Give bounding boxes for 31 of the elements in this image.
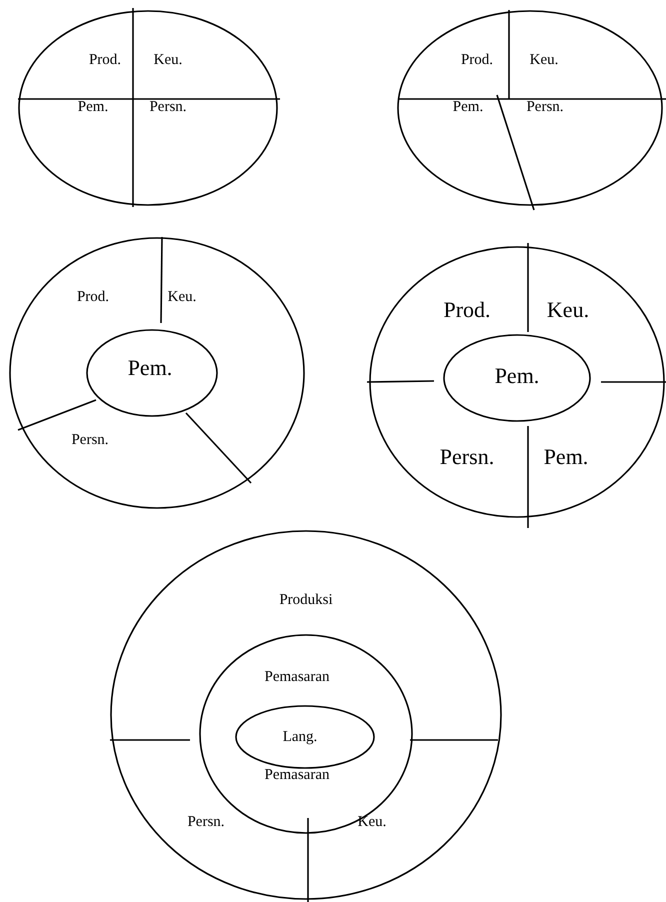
sector-label: Prod. bbox=[76, 288, 110, 306]
sector-label: Persn. bbox=[71, 432, 109, 448]
ellipse bbox=[397, 10, 663, 206]
ellipse bbox=[9, 237, 305, 509]
inner-ellipse bbox=[86, 329, 218, 417]
ellipse bbox=[18, 10, 278, 206]
sector-label: Persn. bbox=[526, 98, 564, 116]
center-label: Pemasaran bbox=[264, 766, 330, 784]
sector-label: Keu. bbox=[358, 814, 386, 830]
sector-label: Keu. bbox=[530, 52, 558, 68]
inner-ellipse bbox=[235, 705, 375, 769]
sector-label: Keu. bbox=[154, 52, 182, 68]
center-label: Lang. bbox=[282, 728, 318, 746]
sector-label: Prod. bbox=[460, 52, 494, 68]
sector-label: Prod. bbox=[88, 52, 122, 68]
sector-label: Keu. bbox=[546, 298, 590, 322]
center-label: Pemasaran bbox=[264, 668, 330, 686]
sector-label: Keu. bbox=[168, 288, 196, 306]
sector-label: Prod. bbox=[443, 298, 491, 322]
sector-label: Pem. bbox=[78, 98, 108, 116]
ellipse bbox=[110, 530, 502, 900]
sector-label: Produksi bbox=[279, 592, 333, 608]
sector-label: Pem. bbox=[544, 444, 588, 470]
sector-label: Persn. bbox=[149, 98, 187, 116]
center-label: Pem. bbox=[494, 364, 540, 388]
inner-ellipse bbox=[443, 334, 591, 422]
ellipse bbox=[369, 246, 665, 518]
sector-label: Pem. bbox=[452, 98, 484, 116]
sector-label: Persn. bbox=[187, 814, 225, 830]
center-label: Pem. bbox=[128, 356, 172, 380]
sector-label: Persn. bbox=[440, 444, 494, 470]
